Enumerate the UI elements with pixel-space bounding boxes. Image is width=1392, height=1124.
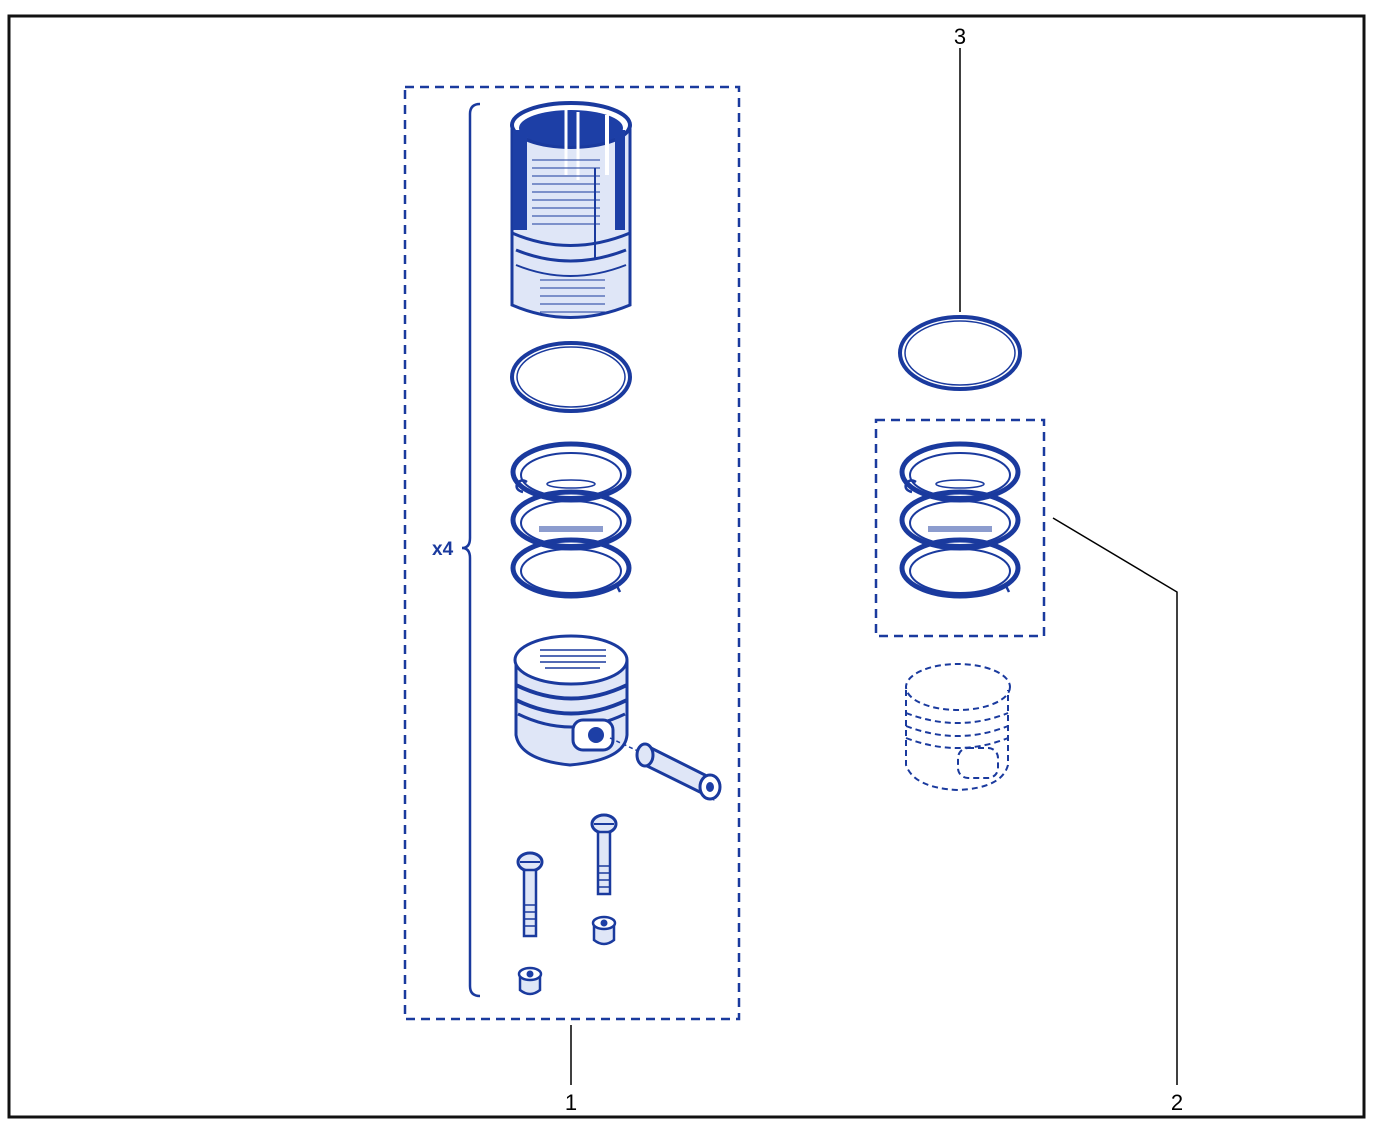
bolt-icon <box>516 851 544 938</box>
callout-3: 3 <box>954 24 966 49</box>
piston-rings-icon <box>513 444 629 596</box>
piston-icon <box>513 634 641 767</box>
callout-2: 2 <box>1171 1090 1183 1115</box>
piston-icon <box>905 663 1011 792</box>
bolt-icon <box>590 813 618 896</box>
nut-icon <box>517 966 543 996</box>
callout-2-leader <box>1052 517 1178 1085</box>
diagram-border <box>7 14 1366 1119</box>
o-ring-icon <box>510 341 632 413</box>
callout-1: 1 <box>565 1090 577 1115</box>
gudgeon-pin-icon <box>635 742 722 801</box>
cylinder-liner-icon <box>510 101 632 319</box>
o-ring-icon <box>898 315 1022 391</box>
piston-rings-icon <box>902 444 1018 596</box>
kit-2-frame <box>874 418 1046 638</box>
quantity-bracket <box>461 102 481 998</box>
kit-1-frame <box>403 85 741 1021</box>
nut-icon <box>591 915 617 946</box>
quantity-label: x4 <box>432 539 454 560</box>
